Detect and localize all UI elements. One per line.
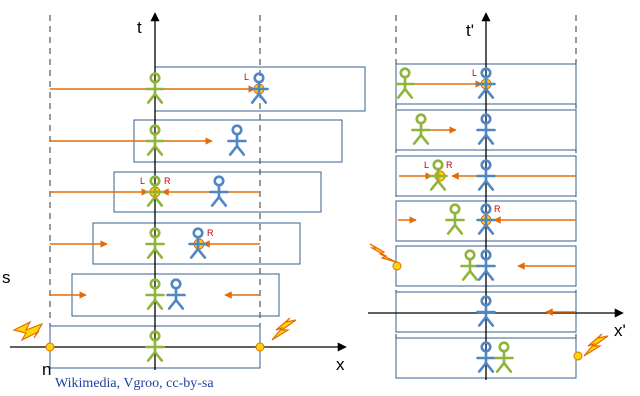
observer-figures (145, 67, 514, 373)
green-observer-figure (411, 113, 431, 145)
credit-license: cc-by-sa (166, 376, 214, 391)
green-observer-figure (460, 249, 480, 281)
attribution-credit: Wikimedia, Vgroo, cc-by-sa (55, 376, 214, 392)
frame-marker-label: R (164, 176, 171, 186)
blue-observer-figure (227, 124, 247, 156)
lightning-bolt-icon (369, 243, 402, 271)
blue-observer-figure (476, 249, 496, 281)
blue-observer-figure (476, 203, 496, 235)
lightning-bolt-icon (255, 317, 297, 352)
frame-marker-label: R (446, 160, 453, 170)
blue-observer-figure (476, 159, 496, 191)
left-time-axis-label: t (137, 18, 142, 37)
frame-marker-label: L (140, 176, 145, 186)
left-space-axis-label: x (336, 355, 345, 374)
blue-observer-figure (476, 341, 496, 373)
frame-marker-label: L (472, 68, 477, 78)
right-space-axis-label: x' (614, 321, 626, 340)
green-observer-figure (145, 278, 165, 310)
green-observer-figure (145, 330, 165, 362)
left-panel: t x L L R R (10, 12, 366, 374)
green-observer-figure (445, 203, 465, 235)
right-time-axis-label: t' (466, 21, 474, 40)
blue-observer-figure (249, 72, 269, 104)
green-observer-figure (494, 341, 514, 373)
green-observer-figure (395, 67, 415, 99)
blue-observer-figure (188, 227, 208, 259)
green-observer-figure (145, 124, 165, 156)
blue-observer-figure (476, 295, 496, 327)
frame-marker-label: R (207, 228, 214, 238)
cut-off-text-fragment: n (42, 360, 52, 379)
blue-observer-figure (166, 278, 186, 310)
green-observer-figure (145, 227, 165, 259)
lightning-bolt-icon (573, 333, 609, 361)
frame-marker-label: L (244, 72, 249, 82)
right-panel: t' x' L L R R (368, 12, 626, 380)
right-light-arrows (398, 80, 576, 316)
credit-source: Wikimedia, Vgroo, (55, 376, 163, 391)
lightning-bolt-icon (12, 320, 55, 352)
frame-marker-label: L (424, 160, 429, 170)
green-observer-figure (145, 72, 165, 104)
green-observer-figure (428, 159, 448, 191)
blue-observer-figure (476, 67, 496, 99)
frame-marker-label: R (494, 204, 501, 214)
blue-observer-figure (209, 175, 229, 207)
cut-off-text-fragment: s (2, 268, 11, 287)
green-observer-figure (145, 175, 165, 207)
blue-observer-figure (476, 113, 496, 145)
